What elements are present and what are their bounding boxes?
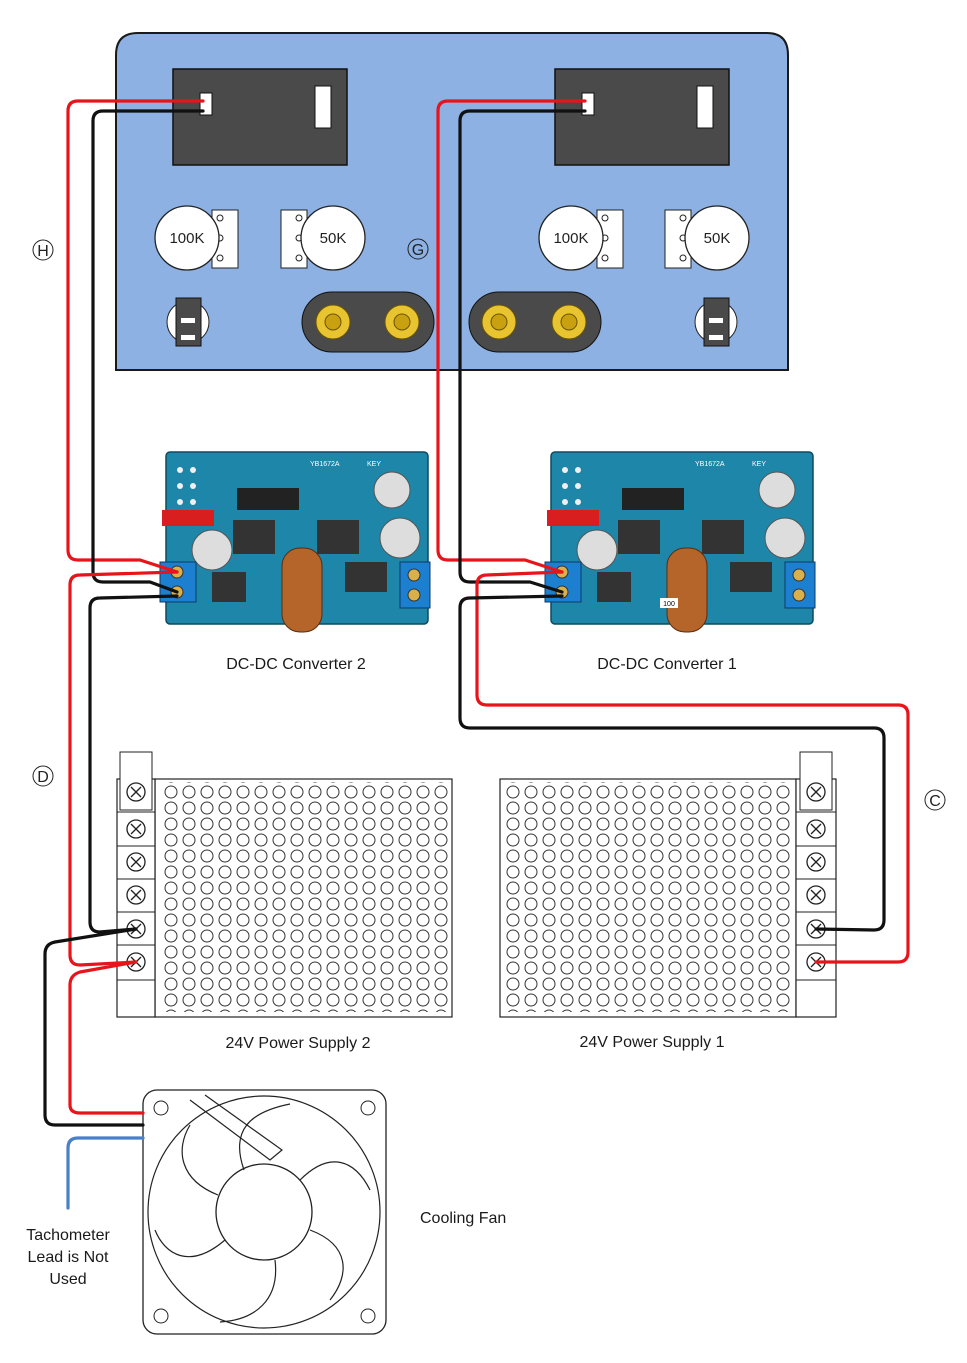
- power-supply-1: [499, 751, 837, 1018]
- wire-h-red: [66, 99, 205, 574]
- cooling-fan: [142, 1089, 387, 1335]
- cooling-fan-label: Cooling Fan: [420, 1210, 506, 1227]
- svg-text:C: C: [929, 793, 941, 810]
- binding-posts-right: [468, 291, 602, 353]
- wire-c-red: [475, 570, 910, 964]
- converter-board-1: YB1672A KEY 100: [544, 451, 816, 633]
- svg-text:Tachometer: Tachometer: [26, 1227, 110, 1244]
- converter-board-2: YB1672A KEY: [159, 451, 431, 633]
- wire-h-black: [91, 109, 205, 594]
- knob-100k-left: 100K: [154, 205, 220, 271]
- wires: [43, 99, 910, 1210]
- power-supply-1-label: 24V Power Supply 1: [580, 1034, 725, 1051]
- wire-fan-tach-blue: [66, 1136, 145, 1210]
- svg-text:50K: 50K: [704, 230, 731, 247]
- wire-c-black: [458, 594, 886, 932]
- switch-right: [694, 297, 738, 347]
- svg-text:50K: 50K: [320, 230, 347, 247]
- svg-text:G: G: [412, 242, 424, 259]
- svg-text:YB1672A: YB1672A: [695, 461, 725, 468]
- svg-text:KEY: KEY: [367, 461, 381, 468]
- converter-1-label: DC-DC Converter 1: [597, 656, 737, 673]
- switch-left: [166, 297, 210, 347]
- svg-text:H: H: [37, 243, 49, 260]
- wire-d-red: [68, 570, 179, 967]
- svg-text:100K: 100K: [553, 230, 588, 247]
- front-panel: 100K 50K 100K 50K G: [115, 32, 789, 371]
- knob-100k-right: 100K: [538, 205, 604, 271]
- wire-fan-red: [68, 960, 145, 1115]
- svg-text:100: 100: [663, 601, 675, 608]
- svg-text:D: D: [37, 769, 49, 786]
- knob-50k-right: 50K: [684, 205, 750, 271]
- converter-2-label: DC-DC Converter 2: [226, 656, 366, 673]
- callout-g: G: [407, 238, 429, 260]
- svg-text:KEY: KEY: [752, 461, 766, 468]
- tachometer-note: Tachometer Lead is Not Used: [26, 1227, 110, 1288]
- callout-h: H: [32, 239, 54, 261]
- svg-text:Used: Used: [49, 1271, 86, 1288]
- svg-text:100K: 100K: [169, 230, 204, 247]
- power-supply-2-label: 24V Power Supply 2: [226, 1035, 371, 1052]
- callout-d: D: [32, 765, 54, 787]
- svg-text:Lead is Not: Lead is Not: [28, 1249, 109, 1266]
- power-supply-2: [116, 751, 453, 1018]
- knob-50k-left: 50K: [300, 205, 366, 271]
- binding-posts-left: [301, 291, 435, 353]
- wire-fan-black: [43, 927, 145, 1127]
- svg-text:YB1672A: YB1672A: [310, 461, 340, 468]
- wire-g-red: [436, 99, 587, 574]
- callout-c: C: [924, 789, 946, 811]
- wire-d-black: [88, 594, 179, 934]
- wire-g-black: [458, 109, 587, 594]
